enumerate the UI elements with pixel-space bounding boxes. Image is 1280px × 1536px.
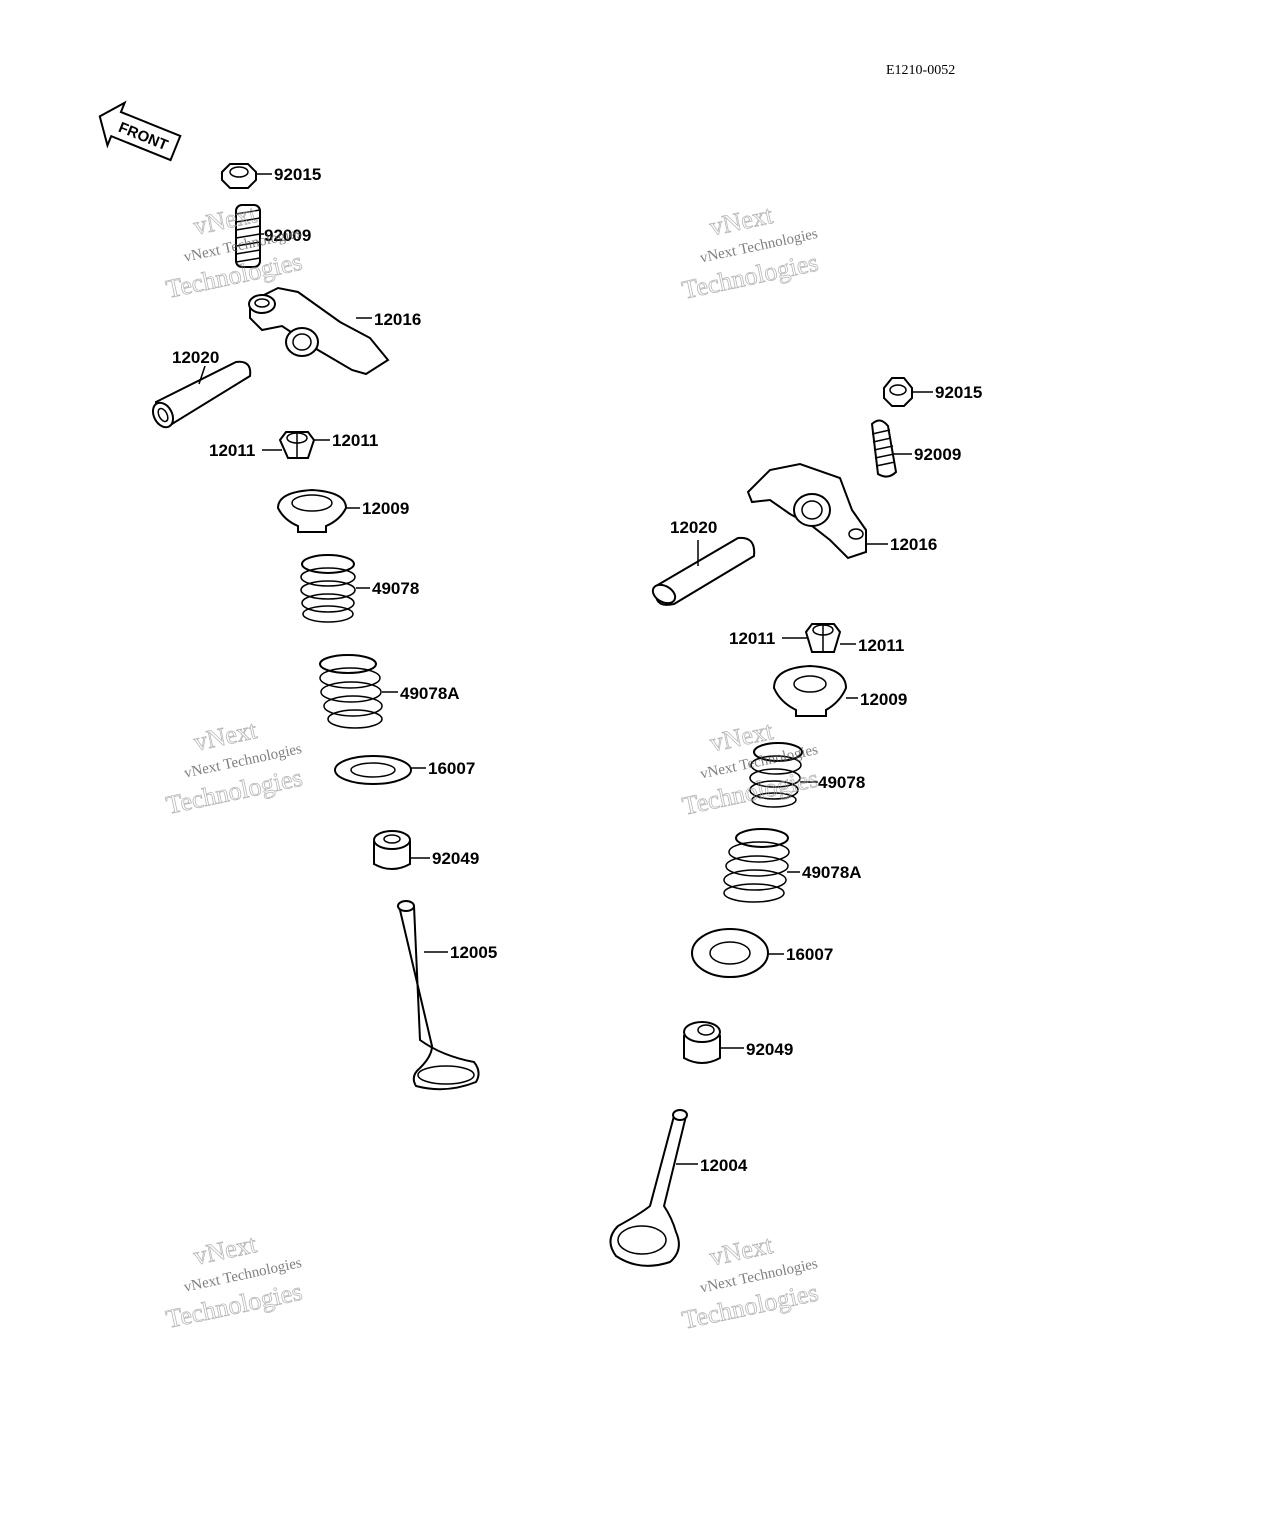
right-adjuster-screw-label: 92009: [914, 445, 961, 464]
left-spring-seat-icon: [334, 755, 426, 785]
right-stem-seal-label: 92049: [746, 1040, 793, 1059]
right-rocker-shaft-label: 12020: [670, 518, 717, 537]
right-retainer-label: 12009: [860, 690, 907, 709]
right-spring-seat-icon: [691, 928, 784, 978]
right-outer-spring-icon: [723, 828, 800, 903]
watermark-bottom-right: vNext vNext Technologies Technologies: [679, 1230, 821, 1336]
right-cotter-right-label: 12011: [858, 636, 904, 655]
right-cotter-icon: [782, 623, 856, 653]
left-nut-label: 92015: [274, 165, 321, 184]
watermark-mid-left: vNext vNext Technologies Technologies: [163, 715, 305, 821]
left-valve-icon: [396, 900, 480, 1091]
right-rocker-arm-label: 12016: [890, 535, 937, 554]
left-valve-assembly: 92015 92009 12016 12020: [151, 163, 497, 1091]
right-valve-icon: [609, 1109, 698, 1267]
right-adjuster-screw-icon: [870, 419, 912, 478]
right-stem-seal-icon: [683, 1021, 744, 1064]
right-inner-spring-icon: [749, 742, 818, 808]
right-retainer-icon: [772, 664, 858, 717]
left-rocker-arm-icon: [248, 286, 390, 376]
left-rocker-shaft-icon: [151, 360, 252, 429]
left-stem-seal-label: 92049: [432, 849, 479, 868]
left-retainer-label: 12009: [362, 499, 409, 518]
watermark-bottom-left: vNext vNext Technologies Technologies: [163, 1229, 305, 1335]
left-cotter-right-label: 12011: [332, 431, 378, 450]
right-valve-assembly: 92015 92009 12016 12020: [609, 377, 982, 1267]
right-outer-spring-label: 49078A: [802, 863, 862, 882]
right-nut-icon: [883, 377, 933, 407]
left-inner-spring-icon: [300, 554, 370, 623]
left-adjuster-screw-label: 92009: [264, 226, 311, 245]
right-spring-seat-label: 16007: [786, 945, 833, 964]
right-inner-spring-label: 49078: [818, 773, 865, 792]
watermark-top-left: vNext vNext Technologies Technologies: [163, 199, 305, 305]
left-adjuster-screw-icon: [235, 204, 264, 268]
left-outer-spring-label: 49078A: [400, 684, 460, 703]
diagram-code: E1210-0052: [886, 63, 955, 78]
watermark-vnext: vNext: [707, 200, 776, 242]
watermark-mid-right: vNext vNext Technologies Technologies: [679, 716, 821, 822]
left-cotter-left-label: 12011: [209, 441, 255, 460]
left-inner-spring-label: 49078: [372, 579, 419, 598]
left-rocker-arm-label: 12016: [374, 310, 421, 329]
watermark-vnext: vNext: [707, 1230, 776, 1272]
right-valve-label: 12004: [700, 1156, 748, 1175]
watermark-top-right: vNext vNext Technologies Technologies: [679, 200, 821, 306]
left-cotter-icon: [262, 431, 330, 459]
left-stem-seal-icon: [373, 830, 430, 870]
watermark-vnext: vNext: [191, 715, 260, 757]
right-cotter-left-label: 12011: [729, 629, 775, 648]
left-rocker-shaft-label: 12020: [172, 348, 219, 367]
right-nut-label: 92015: [935, 383, 982, 402]
left-valve-label: 12005: [450, 943, 497, 962]
right-rocker-arm-icon: [746, 462, 888, 560]
right-rocker-shaft-icon: [651, 536, 756, 606]
watermark-vnext: vNext: [191, 1229, 260, 1271]
front-arrow-icon: FRONT: [98, 100, 182, 162]
left-outer-spring-icon: [319, 654, 398, 729]
left-retainer-icon: [276, 488, 360, 533]
left-spring-seat-label: 16007: [428, 759, 475, 778]
left-nut-icon: [221, 163, 272, 189]
